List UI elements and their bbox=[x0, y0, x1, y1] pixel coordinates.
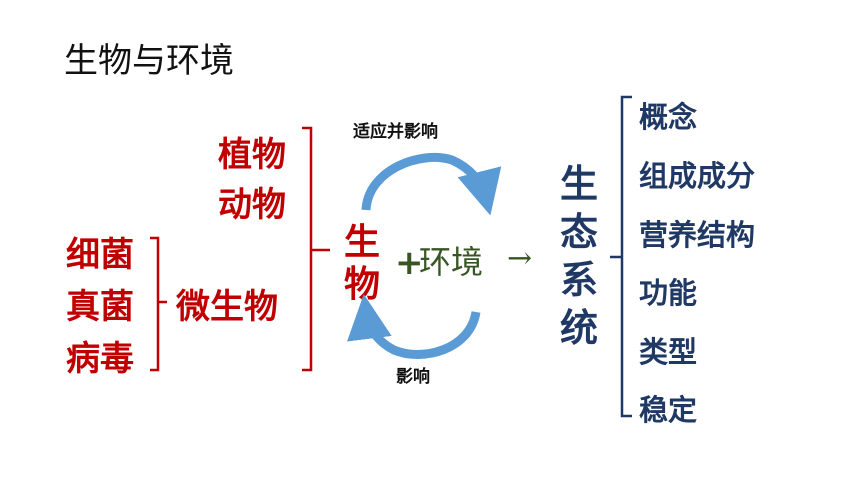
bracket-microbe-types bbox=[150, 236, 167, 372]
microbe-type-virus: 病毒 bbox=[66, 339, 134, 379]
aspect-stability: 稳定 bbox=[639, 393, 698, 427]
arrow-right-icon: → bbox=[507, 241, 533, 276]
relation-bottom-label: 影响 bbox=[396, 367, 430, 387]
plus-sign: + bbox=[395, 243, 424, 283]
arrow-bottom-curve bbox=[347, 294, 481, 359]
environment-label: 环境 bbox=[419, 243, 484, 281]
animals-label: 动物 bbox=[218, 185, 286, 225]
bracket-organism-groups bbox=[302, 126, 330, 372]
relation-top-label: 适应并影响 bbox=[353, 122, 438, 142]
aspect-concept: 概念 bbox=[639, 100, 698, 134]
ecosystem-wrap: 生态系统 bbox=[560, 160, 598, 352]
arrow-top-curve bbox=[361, 152, 502, 216]
plants-label: 植物 bbox=[218, 135, 286, 175]
microbe-type-fungi: 真菌 bbox=[66, 287, 134, 327]
microbe-type-bacteria: 细菌 bbox=[66, 235, 134, 275]
aspect-components: 组成成分 bbox=[639, 159, 756, 193]
aspect-types: 类型 bbox=[639, 335, 698, 369]
page-title: 生物与环境 bbox=[64, 41, 234, 81]
ecosystem-label: 生态系统 bbox=[560, 162, 599, 350]
microbes-label: 微生物 bbox=[176, 287, 278, 327]
aspect-trophic-structure: 营养结构 bbox=[639, 218, 756, 252]
aspect-function: 功能 bbox=[639, 276, 698, 310]
bracket-ecosystem-aspects bbox=[610, 95, 632, 418]
